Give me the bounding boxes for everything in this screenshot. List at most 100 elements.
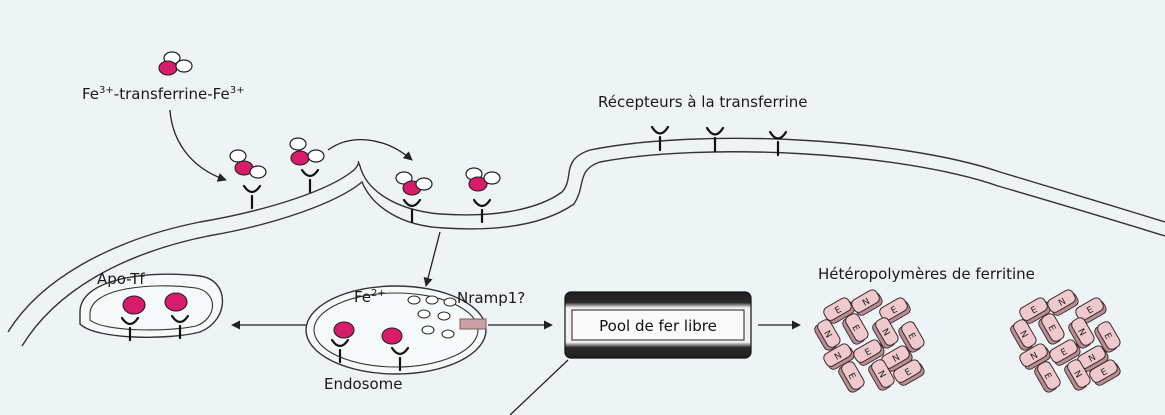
- transferrin-label: Fe3+-transferrine-Fe3+: [82, 85, 245, 103]
- nramp-transporter: [459, 318, 487, 330]
- ferritin-subunit-letter: E: [1045, 324, 1057, 334]
- receptor-icon: [300, 168, 320, 194]
- vesicle-membrane-inner: [89, 285, 213, 331]
- ferritin-subunit: N: [868, 359, 895, 391]
- ferritin-subunit-top: [875, 317, 899, 346]
- ferritin-subunit-top: [1049, 339, 1078, 363]
- ferritin-subunit-letter: E: [834, 305, 844, 317]
- ferritin-subunit-top: [901, 321, 925, 350]
- ferritin-subunit-top: [823, 297, 852, 321]
- ferritin-subunit-letter: E: [1030, 305, 1040, 317]
- ferritin-subunit-letter: N: [1029, 351, 1040, 363]
- pool-label: Pool de fer libre: [599, 317, 717, 335]
- arrow-binding: [169, 109, 227, 182]
- ferritin-subunit-letter: E: [1101, 332, 1113, 342]
- nramp-label: Nramp1?: [457, 289, 526, 307]
- receptor-icon: [650, 125, 670, 152]
- pit-transferrin-2: [465, 167, 501, 224]
- iron-dot: [164, 292, 188, 312]
- ferritin-subunit: N: [872, 317, 899, 349]
- ferritin-subunit: N: [1068, 317, 1095, 349]
- pit-transferrin-1: [395, 171, 433, 224]
- ferritin-subunit-top: [1071, 317, 1095, 346]
- ferritin-subunit: N: [1010, 319, 1037, 351]
- ferritin-subunit-top: [841, 361, 865, 390]
- free-transferrin: [158, 51, 193, 76]
- ferritin-subunit: E: [1034, 361, 1061, 393]
- iron-dot: [290, 150, 310, 166]
- ferritin-subunit-top: [1019, 297, 1048, 321]
- endosome: [305, 285, 487, 375]
- ferritin-subunit: N: [1064, 359, 1091, 391]
- bound-transferrin-2: [289, 137, 325, 194]
- ferritin-subunit-letter: E: [1086, 305, 1096, 317]
- transferrin-lobe: [229, 149, 247, 163]
- receptor-icon: [705, 126, 725, 153]
- transferrin-lobe: [483, 171, 501, 185]
- ferritin-subunit-top: [853, 339, 882, 363]
- endosome-membrane-inner: [313, 292, 479, 368]
- ferritin-subunit-top: [851, 289, 880, 313]
- ferritin-subunit: N: [814, 319, 841, 351]
- free-iron-ions: [407, 295, 457, 339]
- ferritin-subunit-letter: N: [821, 329, 833, 340]
- transferrin-lobe: [175, 59, 193, 73]
- ferritin-subunit: N: [1047, 289, 1079, 316]
- receptor-icon: [390, 346, 410, 372]
- ferritin-subunit-top: [845, 313, 869, 342]
- arrow-down: [509, 359, 569, 415]
- receptor-icon: [768, 130, 788, 157]
- free-iron-pool: Pool de fer libre: [564, 291, 752, 359]
- iron-ion: [437, 311, 451, 321]
- transferrin-lobe: [289, 137, 307, 151]
- ferritin-subunit-top: [1067, 359, 1091, 388]
- iron-ion: [425, 295, 439, 305]
- ferritin-subunit: E: [842, 313, 869, 345]
- ferritin-subunit: E: [1038, 313, 1065, 345]
- fe2-label: Fe2+: [354, 288, 386, 306]
- ferritin-subunit-top: [1047, 289, 1076, 313]
- ferritin-subunit: E: [853, 339, 885, 366]
- ferritin-subunit-top: [1089, 359, 1118, 383]
- ferritin-subunit-top: [879, 297, 908, 321]
- bound-transferrin-1: [229, 149, 267, 210]
- arrows: [169, 109, 801, 415]
- recycling-vesicle: [79, 273, 224, 342]
- receptor-icon: [120, 316, 140, 342]
- ferritin-subunit: N: [823, 343, 855, 370]
- ferritin-subunit-letter: N: [879, 327, 891, 338]
- ferritin-subunit-letter: N: [875, 369, 887, 380]
- iron-dot: [381, 327, 403, 345]
- ferritin-subunit-letter: E: [905, 332, 917, 342]
- membrane-inner-line: [21, 151, 1165, 347]
- ferritin-subunit-top: [893, 359, 922, 383]
- ferritin-subunit-top: [1013, 319, 1037, 348]
- ferritin-subunit-letter: N: [891, 353, 902, 365]
- apo-tf-label: Apo-Tf: [97, 270, 145, 288]
- iron-ion: [443, 297, 457, 307]
- ferritin-subunit-top: [1097, 321, 1121, 350]
- ferritin-subunit: N: [881, 345, 913, 372]
- receptor-icon: [242, 184, 262, 210]
- iron-dot: [333, 321, 355, 339]
- ferritin-subunit-letter: E: [849, 324, 861, 334]
- ferritin-subunit-letter: N: [861, 297, 872, 309]
- ferritin-subunit-top: [1037, 361, 1061, 390]
- surface-receptors: [650, 125, 788, 157]
- iron-ion: [421, 325, 435, 335]
- ferritin-subunit: N: [1077, 345, 1109, 372]
- ferritin-subunit-top: [1075, 297, 1104, 321]
- receptor-icon: [170, 314, 190, 340]
- ferritin-subunit: E: [823, 297, 855, 324]
- ferritin-subunit: E: [1089, 359, 1121, 386]
- ferritin-subunit-letter: N: [1017, 329, 1029, 340]
- arrow-to-pit: [327, 139, 413, 161]
- ferritin-subunit-top: [1041, 313, 1065, 342]
- receptor-icon: [402, 198, 422, 224]
- ferritin-subunit-letter: E: [1100, 367, 1110, 379]
- transferrin-lobe: [415, 177, 433, 191]
- ferritin-subunit: E: [898, 321, 925, 353]
